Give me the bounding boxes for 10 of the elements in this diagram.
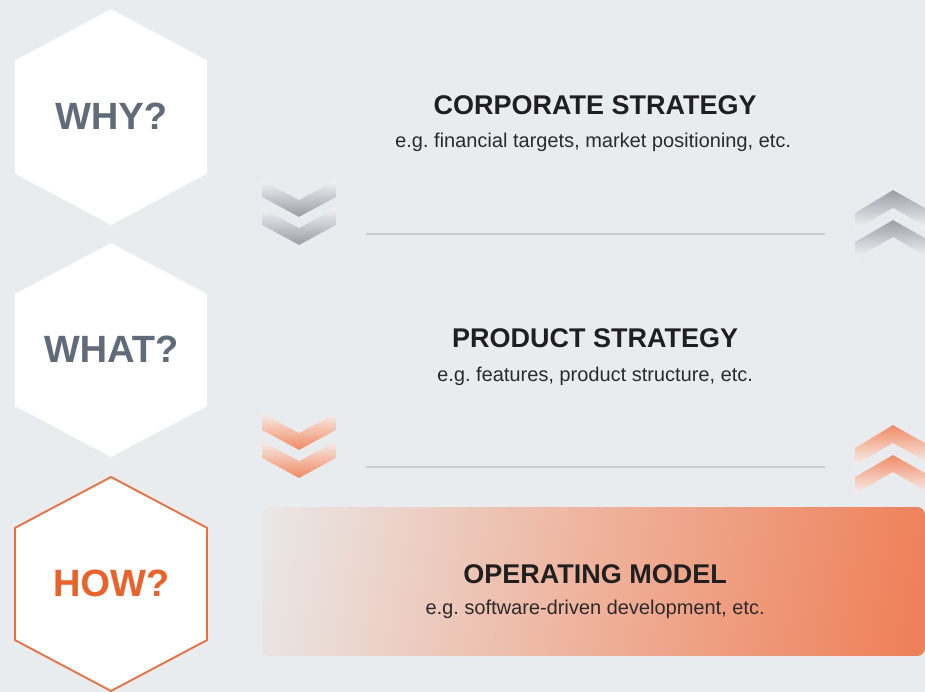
- hexagon-label: WHY?: [55, 96, 167, 138]
- model-box: [262, 507, 925, 656]
- hexagon-label: HOW?: [52, 562, 170, 606]
- section-description: e.g. features, product structure, etc.: [437, 364, 753, 387]
- section-heading: OPERATING MODEL: [463, 559, 727, 590]
- hexagon-label: WHAT?: [44, 328, 178, 372]
- section-heading: CORPORATE STRATEGY: [434, 90, 756, 121]
- section-description: e.g. financial targets, market positioning, etc.: [395, 130, 791, 153]
- section-heading: PRODUCT STRATEGY: [452, 323, 738, 354]
- section-description: e.g. software-driven development, etc.: [425, 597, 765, 620]
